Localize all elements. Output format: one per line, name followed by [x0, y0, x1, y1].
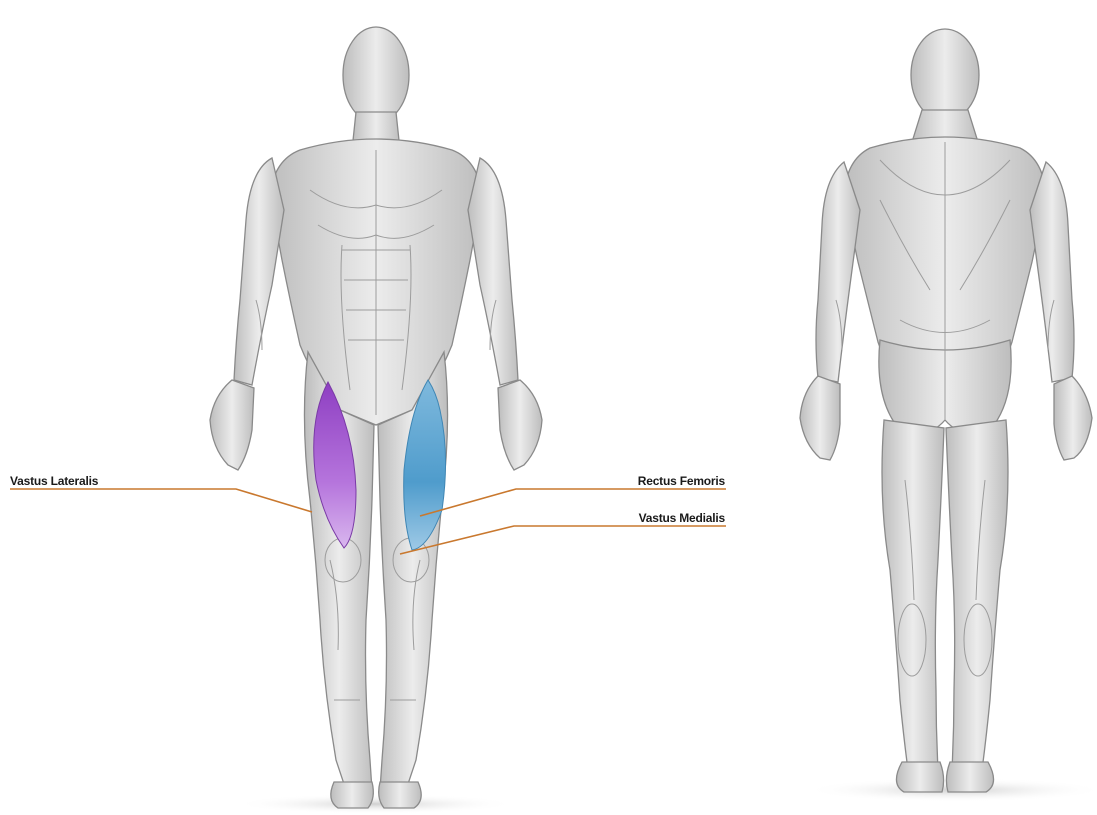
- leader-line-vastus-medialis: [400, 526, 726, 554]
- front-foot-left: [331, 782, 374, 808]
- leader-line-vastus-lateralis: [10, 489, 312, 512]
- front-arm-right: [468, 158, 518, 385]
- back-figure: [800, 29, 1097, 802]
- front-hand-left: [210, 380, 254, 470]
- back-arm-right: [1030, 162, 1074, 382]
- back-hand-right: [1054, 376, 1092, 460]
- back-foot-right: [946, 762, 993, 792]
- label-rectus-femoris: Rectus Femoris: [638, 474, 725, 488]
- back-hand-left: [800, 376, 840, 460]
- front-foot-right: [379, 782, 422, 808]
- front-figure: [210, 27, 542, 814]
- front-head: [343, 27, 409, 123]
- front-arm-left: [234, 158, 284, 385]
- label-vastus-lateralis: Vastus Lateralis: [10, 474, 98, 488]
- front-hand-right: [498, 380, 542, 470]
- back-foot-left: [896, 762, 943, 792]
- back-leg-right: [946, 420, 1008, 770]
- back-leg-left: [882, 420, 944, 770]
- front-floor-shadow: [235, 794, 515, 814]
- back-head: [911, 29, 979, 121]
- label-vastus-medialis: Vastus Medialis: [639, 511, 725, 525]
- back-arm-left: [816, 162, 860, 382]
